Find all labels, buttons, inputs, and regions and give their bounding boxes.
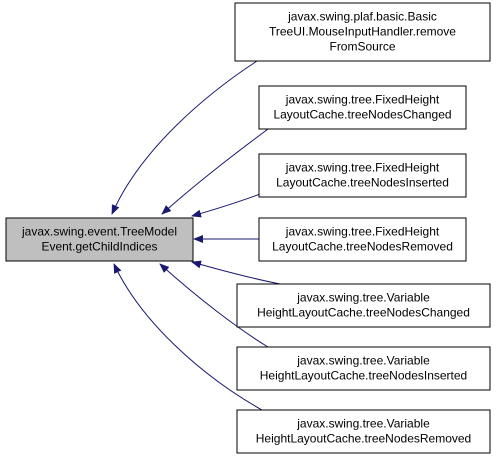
node-box — [236, 346, 491, 391]
node-label-line: javax.swing.tree.Variable — [296, 291, 430, 305]
node-box — [234, 2, 491, 62]
caller-node-4[interactable]: javax.swing.tree.FixedHeightLayoutCache.… — [258, 217, 467, 262]
node-label-line: javax.swing.tree.Variable — [296, 417, 430, 431]
edge-caller-3-to-center — [191, 190, 269, 218]
node-box — [258, 153, 467, 198]
node-label-line: HeightLayoutCache.treeNodesRemoved — [256, 432, 471, 446]
caller-node-3[interactable]: javax.swing.tree.FixedHeightLayoutCache.… — [258, 153, 467, 198]
caller-node-2[interactable]: javax.swing.tree.FixedHeightLayoutCache.… — [258, 85, 467, 130]
center-node[interactable]: javax.swing.event.TreeModelEvent.getChil… — [5, 217, 194, 262]
edge-caller-6-to-center — [159, 263, 269, 348]
node-label-line: javax.swing.plaf.basic.Basic — [287, 10, 437, 24]
node-label-line: javax.swing.tree.FixedHeight — [285, 225, 440, 239]
node-label-line: javax.swing.event.TreeModel — [21, 225, 177, 239]
node-label-line: TreeUI.MouseInputHandler.remove — [269, 25, 456, 39]
node-box — [236, 283, 491, 328]
edge-caller-5-to-center — [191, 260, 281, 285]
edge-caller-1-to-center — [111, 60, 258, 215]
caller-node-1[interactable]: javax.swing.plaf.basic.BasicTreeUI.Mouse… — [234, 2, 491, 62]
caller-node-5[interactable]: javax.swing.tree.VariableHeightLayoutCac… — [236, 283, 491, 328]
node-box — [258, 85, 467, 130]
node-box — [236, 409, 491, 454]
node-label-line: LayoutCache.treeNodesRemoved — [272, 240, 453, 254]
edge-caller-2-to-center — [161, 128, 269, 215]
node-label-line: HeightLayoutCache.treeNodesInserted — [260, 369, 467, 383]
node-box — [258, 217, 467, 262]
node-label-line: LayoutCache.treeNodesChanged — [273, 108, 451, 122]
node-label-line: FromSource — [329, 40, 395, 54]
node-label-line: javax.swing.tree.FixedHeight — [285, 93, 440, 107]
caller-node-7[interactable]: javax.swing.tree.VariableHeightLayoutCac… — [236, 409, 491, 454]
caller-node-6[interactable]: javax.swing.tree.VariableHeightLayoutCac… — [236, 346, 491, 391]
node-label-line: HeightLayoutCache.treeNodesChanged — [257, 306, 470, 320]
node-label-line: javax.swing.tree.Variable — [296, 354, 430, 368]
node-box — [5, 217, 194, 262]
node-label-line: Event.getChildIndices — [41, 240, 157, 254]
node-label-line: LayoutCache.treeNodesInserted — [276, 176, 449, 190]
node-label-line: javax.swing.tree.FixedHeight — [285, 161, 440, 175]
edge-caller-7-to-center — [113, 263, 263, 411]
